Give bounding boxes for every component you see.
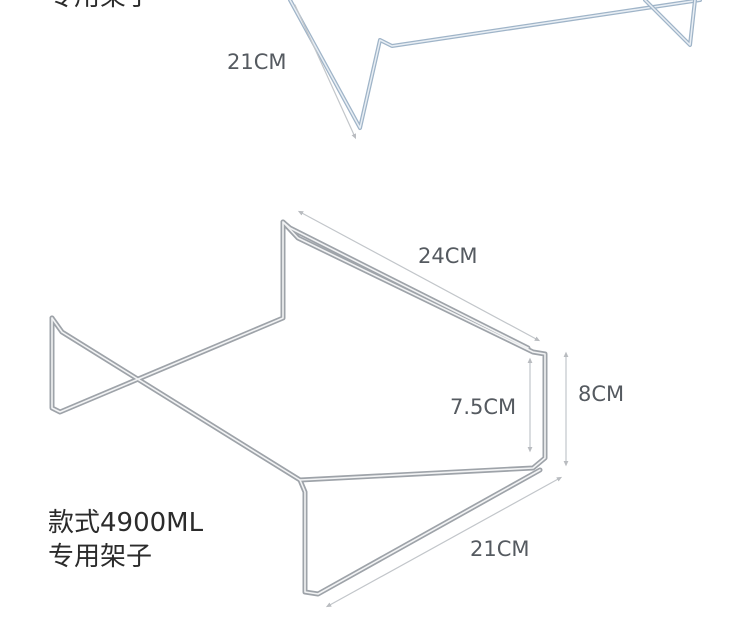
width-label: 21CM [470,537,530,561]
top-caption: 专用架子 [48,0,152,14]
model-caption-line2: 专用架子 [48,542,153,572]
top-dimension-label: 21CM [227,50,287,74]
top-rack-wire-left [288,0,702,130]
depth-dimension-line [297,210,541,342]
width-dimension-line [325,476,563,608]
outer-height-label: 8CM [578,382,625,406]
model-caption-line1: 款式4900ML [48,508,204,538]
inner-height-label: 7.5CM [450,395,517,419]
top-dimension-line [294,4,356,140]
top-rack-partial [288,0,702,140]
depth-label: 24CM [418,244,478,268]
dimension-lines [297,210,569,608]
